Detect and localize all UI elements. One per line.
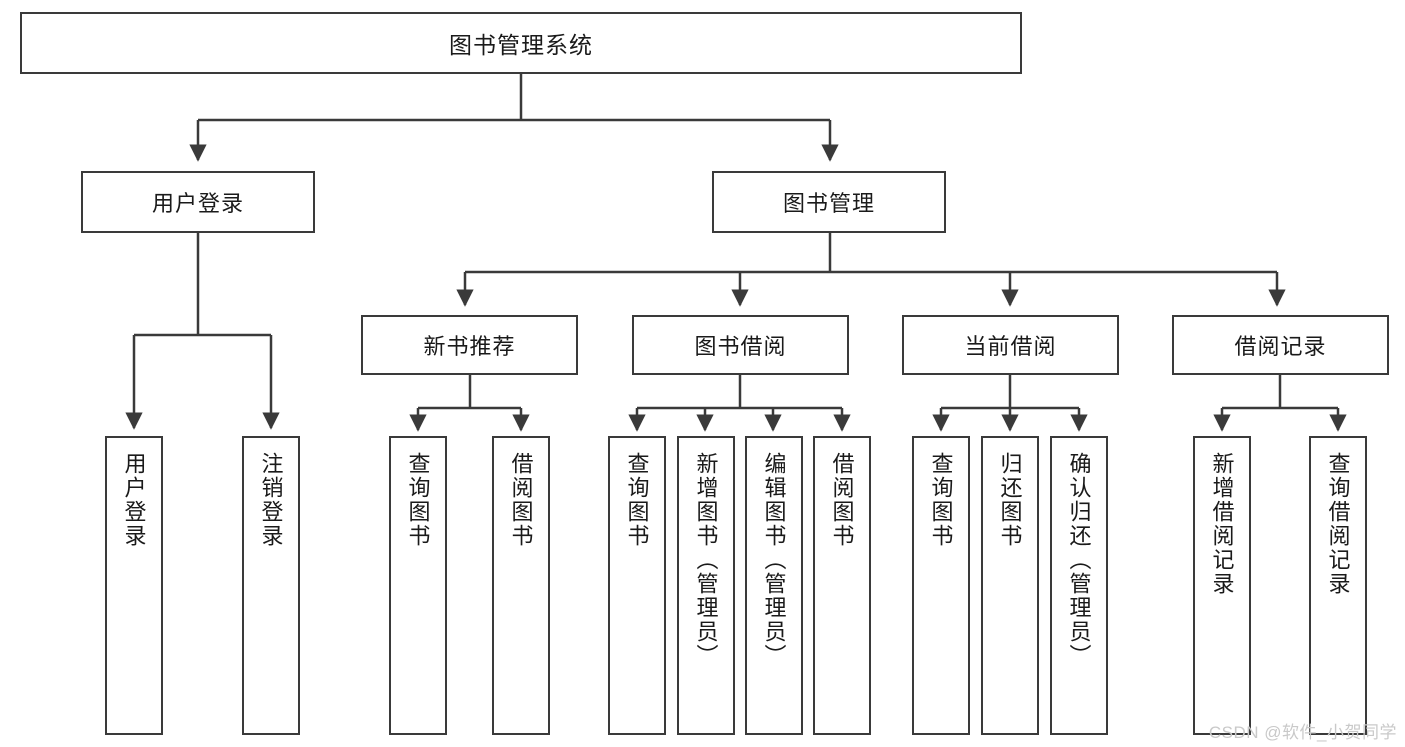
node-leaf-borrow-book-2-label: 借阅图书 <box>829 452 855 548</box>
node-user-login-label: 用户登录 <box>151 191 244 216</box>
node-new-book-rec-label: 新书推荐 <box>423 334 516 359</box>
node-leaf-query-book-3-label: 查询图书 <box>928 452 954 548</box>
node-leaf-add-book-label: 新增图书（管理员） <box>693 452 719 668</box>
node-leaf-query-book-1[interactable]: 查询图书 <box>389 436 447 735</box>
node-leaf-return-book-label: 归还图书 <box>997 452 1023 548</box>
node-new-book-rec[interactable]: 新书推荐 <box>361 315 578 375</box>
node-leaf-query-book-2-label: 查询图书 <box>624 452 650 548</box>
node-borrow-record-label: 借阅记录 <box>1234 334 1327 359</box>
node-leaf-query-record[interactable]: 查询借阅记录 <box>1309 436 1367 735</box>
node-leaf-borrow-book-2[interactable]: 借阅图书 <box>813 436 871 735</box>
node-leaf-user-login[interactable]: 用户登录 <box>105 436 163 735</box>
node-leaf-query-book-1-label: 查询图书 <box>405 452 431 548</box>
node-user-login[interactable]: 用户登录 <box>81 171 315 233</box>
node-leaf-confirm-return-label: 确认归还（管理员） <box>1066 452 1092 668</box>
node-leaf-logout-label: 注销登录 <box>258 452 284 548</box>
node-leaf-borrow-book-1[interactable]: 借阅图书 <box>492 436 550 735</box>
node-leaf-edit-book[interactable]: 编辑图书（管理员） <box>745 436 803 735</box>
csdn-watermark: CSDN @软件_小贺同学 <box>1208 723 1397 742</box>
node-root[interactable]: 图书管理系统 <box>20 12 1022 74</box>
node-borrow-record[interactable]: 借阅记录 <box>1172 315 1389 375</box>
node-leaf-user-login-label: 用户登录 <box>121 452 147 548</box>
node-leaf-query-book-3[interactable]: 查询图书 <box>912 436 970 735</box>
node-leaf-edit-book-label: 编辑图书（管理员） <box>761 452 787 668</box>
node-leaf-confirm-return[interactable]: 确认归还（管理员） <box>1050 436 1108 735</box>
node-current-borrow[interactable]: 当前借阅 <box>902 315 1119 375</box>
node-leaf-borrow-book-1-label: 借阅图书 <box>508 452 534 548</box>
node-leaf-add-record-label: 新增借阅记录 <box>1209 452 1235 596</box>
node-leaf-query-book-2[interactable]: 查询图书 <box>608 436 666 735</box>
node-leaf-logout[interactable]: 注销登录 <box>242 436 300 735</box>
node-leaf-query-record-label: 查询借阅记录 <box>1325 452 1351 596</box>
node-book-borrow-label: 图书借阅 <box>694 334 787 359</box>
node-book-manage[interactable]: 图书管理 <box>712 171 946 233</box>
node-leaf-add-record[interactable]: 新增借阅记录 <box>1193 436 1251 735</box>
node-book-manage-label: 图书管理 <box>782 191 875 216</box>
node-book-borrow[interactable]: 图书借阅 <box>632 315 849 375</box>
node-current-borrow-label: 当前借阅 <box>964 334 1057 359</box>
node-root-label: 图书管理系统 <box>449 32 593 58</box>
node-leaf-add-book[interactable]: 新增图书（管理员） <box>677 436 735 735</box>
node-leaf-return-book[interactable]: 归还图书 <box>981 436 1039 735</box>
